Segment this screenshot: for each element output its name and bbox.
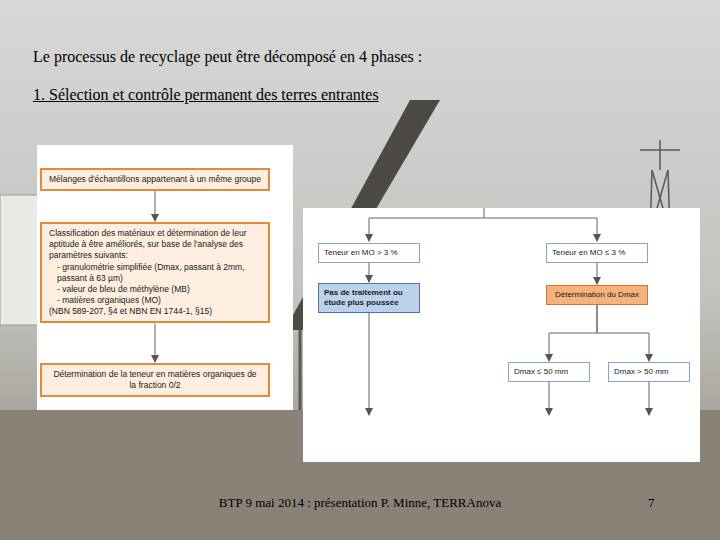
box-text: Mélanges d'échantillons appartenant à un… [49,174,261,185]
box-text: Détermination du Dmax [552,290,642,300]
condition-box: Dmax > 50 mm [608,362,690,382]
flow-arrow [369,263,370,282]
fork-arrow [369,218,370,241]
flow-arrow [155,323,156,362]
section-heading: 1. Sélection et contrôle permanent des t… [33,86,379,104]
fork-stem [484,208,485,218]
box-list-item: - valeur de bleu de méthylène (MB) [49,284,261,295]
footer-text: BTP 9 mai 2014 : présentation P. Minne, … [200,495,520,511]
box-text: Pas de traitement ou étude plus poussée [324,288,414,308]
box-text: Teneur en MO > 3 % [324,248,414,258]
result-box: Pas de traitement ou étude plus poussée [318,283,420,313]
box-list-item: - granulométrie simplifiée (Dmax, passan… [49,262,261,284]
box-text: Teneur en MO ≤ 3 % [552,248,642,258]
box-text: Dmax > 50 mm [614,367,684,377]
slide-heading: Le processus de recyclage peut être déco… [33,48,422,66]
condition-box: Teneur en MO ≤ 3 % [546,243,648,263]
process-box: Détermination du Dmax [546,285,648,305]
exit-arrow [649,382,650,415]
fork-bar [369,218,597,219]
process-box: Mélanges d'échantillons appartenant à un… [40,168,270,191]
condition-box: Dmax ≤ 50 mm [508,362,590,382]
site-container [0,195,38,325]
flow-arrow [549,305,597,361]
box-text: Détermination de la teneur en matières o… [49,369,261,391]
flow-arrow [597,305,649,361]
flow-arrow [155,191,156,221]
box-text: Dmax ≤ 50 mm [514,367,584,377]
box-list-item: (NBN 589-207, §4 et NBN EN 1744-1, §15) [49,306,261,317]
fork-lines [369,208,597,241]
box-list-item: - matières organiques (MO) [49,295,261,306]
box-text: Classification des matériaux et détermin… [49,228,261,261]
conveyor-leg [299,330,302,410]
fork-arrow [597,218,598,241]
exit-arrow [549,382,550,415]
exit-arrow [369,313,370,415]
process-box: Classification des matériaux et détermin… [40,222,270,323]
process-box: Détermination de la teneur en matières o… [40,363,270,397]
flow-arrow [597,263,598,284]
condition-box: Teneur en MO > 3 % [318,243,420,263]
page-number: 7 [648,495,655,511]
